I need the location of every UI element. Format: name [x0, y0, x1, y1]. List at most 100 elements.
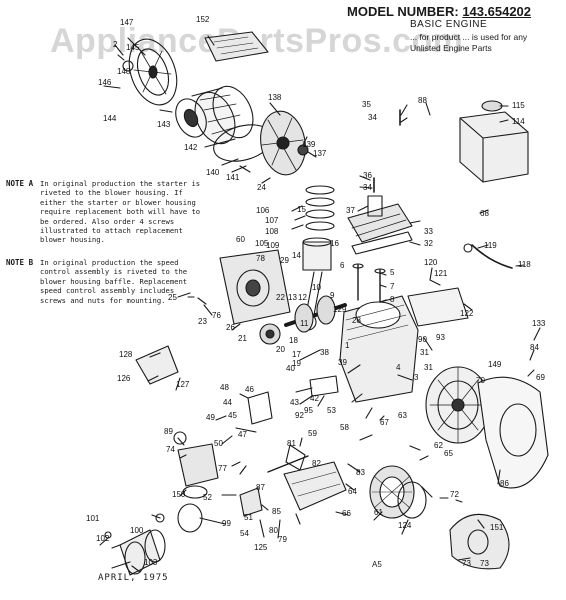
part-label-74: 74 [166, 445, 175, 454]
revision-date: APRIL, 1975 [98, 573, 169, 583]
part-label-148: 148 [117, 67, 131, 76]
part-label-145: 145 [126, 43, 140, 52]
part-label-125: 125 [254, 543, 268, 552]
part-label-14: 14 [292, 251, 301, 260]
part-label-33: 33 [424, 227, 433, 236]
part-label-17: 17 [292, 350, 301, 359]
part-label-23: 23 [198, 317, 207, 326]
part-label-133: 133 [532, 319, 546, 328]
part-label-43: 43 [290, 398, 299, 407]
part-label-100: 100 [130, 526, 144, 535]
part-label-46: 46 [245, 385, 254, 394]
part-label-65: 65 [444, 449, 453, 458]
part-label-120: 120 [424, 258, 438, 267]
part-label-26: 26 [226, 323, 235, 332]
part-label-38: 38 [320, 348, 329, 357]
part-label-144: 144 [103, 114, 117, 123]
part-label-39: 39 [338, 358, 347, 367]
part-label-16: 16 [330, 239, 339, 248]
part-label-24: 24 [257, 183, 266, 192]
part-151-cover [449, 513, 510, 570]
model-number: 143.654202 [462, 4, 532, 19]
header-note: ... for product ... is used for any Unli… [410, 32, 528, 53]
part-label-31: 31 [420, 348, 429, 357]
part-label-87: 87 [256, 483, 265, 492]
part-label-50: 50 [214, 439, 223, 448]
part-label-15: 15 [297, 205, 306, 214]
part-label-42: 42 [310, 394, 319, 403]
part-label-9: 9 [330, 291, 335, 300]
diagram-subtitle: BASIC ENGINE [410, 19, 488, 30]
part-label-34: 34 [368, 113, 377, 122]
part-label-79: 79 [278, 535, 287, 544]
part-label-78: 78 [256, 254, 265, 263]
part-label-62: 62 [434, 441, 443, 450]
part-70-blower-housing [477, 376, 549, 489]
part-label-137: 137 [313, 149, 327, 158]
part-label-1: 1 [345, 341, 350, 350]
part-label-53: 53 [327, 406, 336, 415]
part-label-83: 83 [356, 468, 365, 477]
model-label: MODEL NUMBER: [347, 4, 459, 19]
part-label-32: 32 [424, 239, 433, 248]
part-147-pulley [128, 38, 178, 106]
part-114-fuel-tank [459, 100, 529, 183]
part-label-82: 82 [312, 459, 321, 468]
part-label-103: 103 [144, 558, 158, 567]
part-label-107: 107 [265, 216, 279, 225]
part-label-128: 128 [119, 350, 133, 359]
part-152-plate [204, 31, 269, 62]
part-149-flywheel [425, 366, 491, 444]
part-label-67: 67 [380, 418, 389, 427]
part-label-3: 3 [414, 373, 419, 382]
part-label-109: 109 [266, 241, 280, 250]
model-heading: MODEL NUMBER: 143.654202 [347, 4, 531, 19]
part-label-84: 84 [530, 343, 539, 352]
part-label-7: 7 [390, 282, 395, 291]
part-label-80: 80 [269, 526, 278, 535]
part-label-108: 108 [265, 227, 279, 236]
part-label-106: 106 [256, 206, 270, 215]
part-label-76: 76 [212, 311, 221, 320]
part-label-143: 143 [157, 120, 171, 129]
part-label-2: 2 [113, 40, 118, 49]
part-label-48: 48 [220, 383, 229, 392]
part-label-152: 152 [196, 15, 210, 24]
part-label-138: 138 [268, 93, 282, 102]
part-label-92: 92 [295, 411, 304, 420]
part-label-122: 122 [460, 309, 474, 318]
part-label-29: 29 [280, 256, 289, 265]
note-a-label: NOTE A [6, 179, 34, 188]
part-label-63: 63 [398, 411, 407, 420]
part-label-73: 73 [480, 559, 489, 568]
part-label-139: 139 [302, 140, 316, 149]
part-label-88: 88 [418, 96, 427, 105]
part-label-151: 151 [490, 523, 504, 532]
part-drawings [99, 31, 549, 576]
part-138-housing [260, 110, 306, 176]
part-label-119: 119 [484, 241, 497, 250]
part-label-64: 64 [348, 487, 357, 496]
part-label-4: 4 [396, 363, 401, 372]
part-label-124: 124 [398, 521, 412, 530]
part-label-126: 126 [117, 374, 131, 383]
part-label-89: 89 [164, 427, 173, 436]
part-label-69: 69 [536, 373, 545, 382]
part-label-142: 142 [184, 143, 198, 152]
part-label-49: 49 [206, 413, 215, 422]
part-label-60: 60 [236, 235, 245, 244]
part-143-starter-drum [175, 85, 254, 148]
part-label-140: 140 [206, 168, 220, 177]
note-a-text: In original production the starter is ri… [40, 179, 201, 245]
part-label-61: 61 [374, 508, 383, 517]
part-16-piston [302, 237, 332, 271]
part-26-crankcase-cover [219, 249, 291, 325]
part-label-52: 52 [203, 493, 212, 502]
part-label-147: 147 [120, 18, 134, 27]
part-label-102: 102 [96, 534, 110, 543]
part-label-40: 40 [286, 364, 295, 373]
part-label-66: 66 [342, 509, 351, 518]
part-label-73: 73 [462, 559, 471, 568]
part-label-18: 18 [289, 336, 298, 345]
part-89-carburetor [173, 431, 219, 499]
